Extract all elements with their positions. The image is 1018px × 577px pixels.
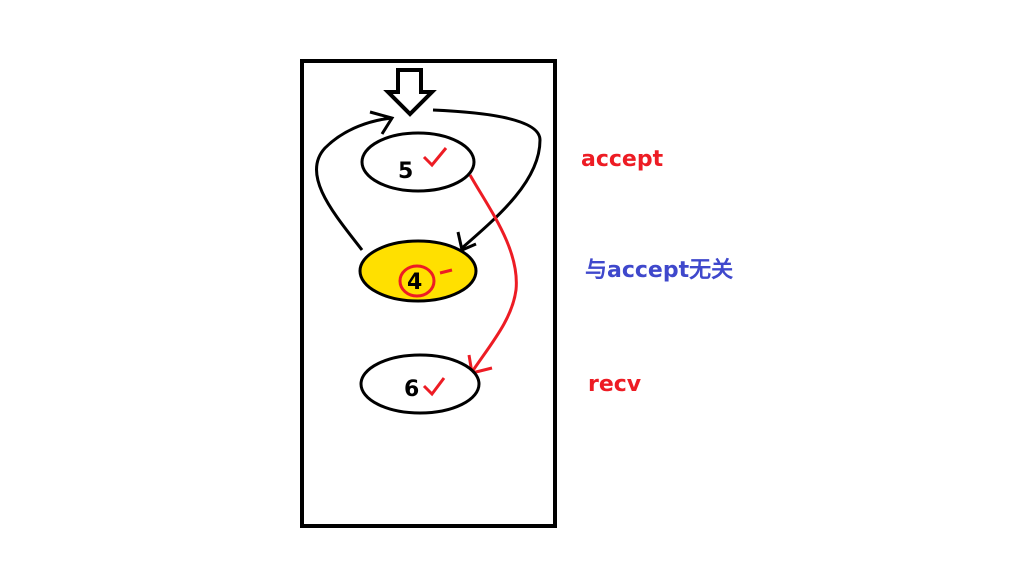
- node-6-label: 6: [404, 377, 419, 402]
- accept-label: accept: [581, 147, 664, 172]
- loop-arrowhead-left: [369, 110, 395, 135]
- node-5: [360, 131, 476, 193]
- checkmark-icon: [422, 377, 446, 397]
- dash-mark-icon: [439, 268, 453, 275]
- queue-container-box: [300, 59, 557, 528]
- recv-label: recv: [588, 372, 642, 397]
- unrelated-to-accept-label: 与accept无关: [585, 258, 734, 283]
- red-transfer-arrow: [468, 174, 518, 373]
- loop-arrowhead-right: [456, 231, 477, 253]
- node-6: [359, 353, 481, 415]
- node-4-label: 4: [407, 270, 422, 295]
- checkmark-icon: [422, 147, 448, 168]
- node-4-red-circle: [398, 264, 436, 298]
- loop-arrow-left: [314, 116, 393, 251]
- down-arrow-icon: [383, 68, 437, 117]
- node-5-label: 5: [398, 159, 413, 184]
- node-4: [358, 239, 478, 303]
